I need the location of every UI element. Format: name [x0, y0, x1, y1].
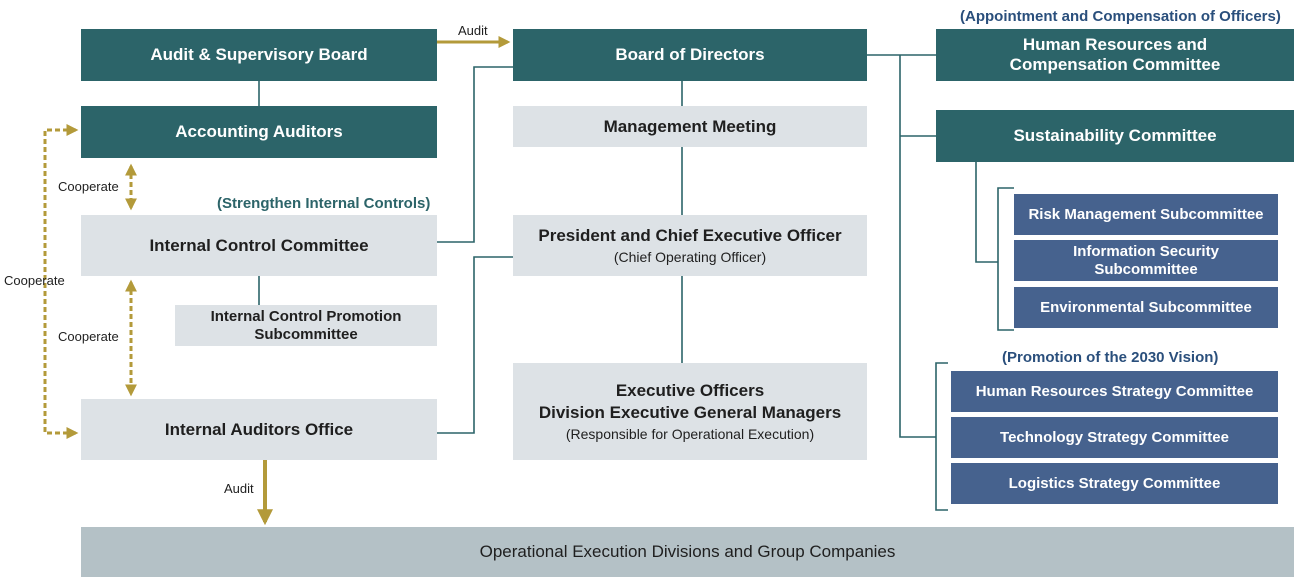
- internal-control-committee-label: Internal Control Committee: [149, 235, 369, 255]
- audit-top-label: Audit: [458, 23, 488, 38]
- board-of-directors-box: Board of Directors: [513, 29, 867, 81]
- technology-strategy-committee-label: Technology Strategy Committee: [1000, 428, 1229, 446]
- hr-compensation-committee-label: Human Resources and Compensation Committ…: [1009, 35, 1221, 74]
- risk-management-subcommittee-box: Risk Management Subcommittee: [1014, 194, 1278, 235]
- hr-strategy-committee-box: Human Resources Strategy Committee: [951, 371, 1278, 412]
- logistics-strategy-committee-box: Logistics Strategy Committee: [951, 463, 1278, 504]
- operational-divisions-box: Operational Execution Divisions and Grou…: [81, 527, 1294, 577]
- management-meeting-label: Management Meeting: [603, 116, 777, 136]
- hr-compensation-committee-box: Human Resources and Compensation Committ…: [936, 29, 1294, 81]
- technology-strategy-committee-box: Technology Strategy Committee: [951, 417, 1278, 458]
- audit-supervisory-board-label: Audit & Supervisory Board: [150, 45, 368, 65]
- cooperate-outer-label: Cooperate: [4, 273, 65, 288]
- internal-control-promotion-box: Internal Control Promotion Subcommittee: [175, 305, 437, 346]
- sustainability-committee-label: Sustainability Committee: [1013, 126, 1217, 146]
- president-ceo-box: President and Chief Executive Officer (C…: [513, 215, 867, 276]
- internal-control-committee-box: Internal Control Committee: [81, 215, 437, 276]
- internal-control-promotion-label: Internal Control Promotion Subcommittee: [210, 308, 402, 343]
- accounting-auditors-box: Accounting Auditors: [81, 106, 437, 158]
- internal-auditors-office-box: Internal Auditors Office: [81, 399, 437, 460]
- cooperate-middle-label: Cooperate: [58, 329, 119, 344]
- executive-officers-label-1: Executive Officers: [615, 381, 765, 401]
- information-security-subcommittee-box: Information Security Subcommittee: [1014, 240, 1278, 281]
- information-security-subcommittee-label: Information Security Subcommittee: [1073, 243, 1219, 278]
- internal-auditors-office-label: Internal Auditors Office: [164, 419, 354, 439]
- environmental-subcommittee-box: Environmental Subcommittee: [1014, 287, 1278, 328]
- management-meeting-box: Management Meeting: [513, 106, 867, 147]
- strengthen-note: (Strengthen Internal Controls): [217, 195, 431, 212]
- executive-officers-box: Executive Officers Division Executive Ge…: [513, 363, 867, 460]
- operational-divisions-label: Operational Execution Divisions and Grou…: [479, 542, 896, 562]
- hr-strategy-committee-label: Human Resources Strategy Committee: [975, 382, 1254, 400]
- environmental-subcommittee-label: Environmental Subcommittee: [1040, 298, 1252, 316]
- president-ceo-sublabel: (Chief Operating Officer): [613, 248, 767, 265]
- cooperate-upper-label: Cooperate: [58, 179, 119, 194]
- logistics-strategy-committee-label: Logistics Strategy Committee: [1008, 474, 1221, 492]
- audit-bottom-label: Audit: [224, 481, 254, 496]
- board-of-directors-label: Board of Directors: [615, 45, 765, 65]
- risk-management-subcommittee-label: Risk Management Subcommittee: [1028, 205, 1264, 223]
- appointment-note: (Appointment and Compensation of Officer…: [960, 8, 1281, 25]
- audit-supervisory-board-box: Audit & Supervisory Board: [81, 29, 437, 81]
- executive-officers-label-2: Division Executive General Managers: [538, 402, 842, 422]
- vision-note: (Promotion of the 2030 Vision): [1002, 349, 1219, 366]
- executive-officers-sublabel: (Responsible for Operational Execution): [565, 425, 815, 442]
- sustainability-committee-box: Sustainability Committee: [936, 110, 1294, 162]
- president-ceo-label: President and Chief Executive Officer: [538, 226, 842, 246]
- accounting-auditors-label: Accounting Auditors: [175, 122, 343, 142]
